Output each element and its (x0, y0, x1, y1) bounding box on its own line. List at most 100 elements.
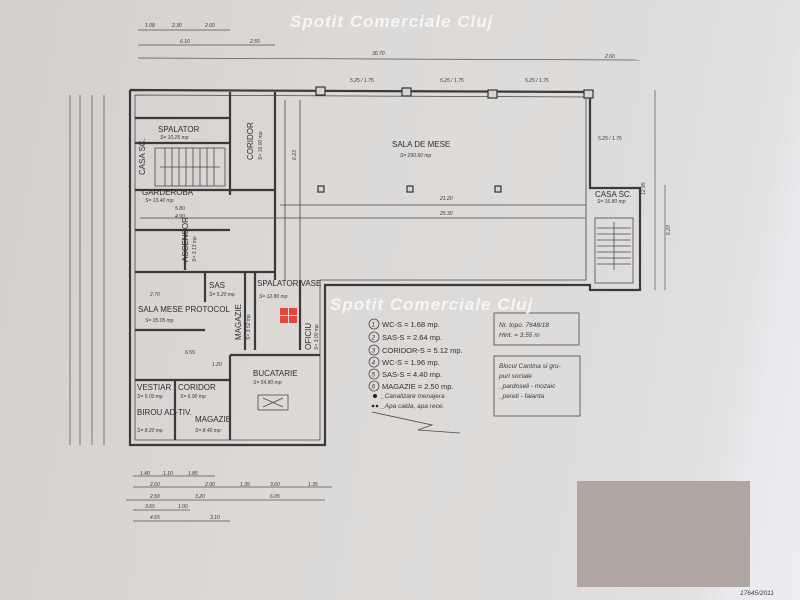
dim-label: 5.25 / 1.75 (350, 78, 374, 84)
room-name: OFICIU (304, 323, 313, 350)
dim-label: 1.00 (178, 504, 188, 510)
room-area: S= 12.80 mp (259, 294, 288, 300)
dim-label: 2.60 (604, 54, 615, 60)
dim-label: 6.23 (292, 150, 298, 160)
walls (128, 88, 642, 447)
room-name: CORIDOR (246, 122, 255, 160)
dim-label: 6.05 (270, 494, 280, 500)
dim-label: 6.20 (666, 225, 672, 235)
dim-label: 2.70 (149, 292, 160, 298)
left-dimensions (69, 95, 105, 445)
legend-text: WC-S = 1.96 mp. (382, 358, 440, 367)
legend-item: 2 SAS-S = 2.64 mp. (368, 331, 442, 343)
stove-icon (257, 394, 289, 411)
note-text: _pereti - faianta (498, 393, 545, 400)
legend-item: 4 WC-S = 1.96 mp. (368, 356, 440, 368)
room-name: ASCENSOR (181, 217, 190, 262)
dim-label: 4.90 (175, 214, 185, 220)
room-name: SAS (209, 281, 225, 290)
dim-label: 6.10 (180, 39, 190, 45)
dim-label: 2.60 (204, 23, 215, 29)
legend: 1 WC-S = 1.68 mp. 2 SAS-S = 2.64 mp. 3 C… (368, 318, 463, 434)
dim-label: 2.50 (149, 494, 160, 500)
dim-label: 1.40 (140, 471, 150, 477)
room-name: SALA MESE PROTOCOL (138, 305, 230, 314)
room-name: CASA SC. (595, 190, 632, 199)
dim-label: 6.55 (185, 350, 195, 356)
room-name: GARDEROBA (142, 188, 194, 197)
room-area: S= 3.13 mp (192, 236, 198, 262)
dim-label: 25.30 (439, 211, 453, 217)
legend-number: 5 (372, 372, 376, 379)
redaction-patch (577, 481, 750, 587)
room-name: CASA SC. (138, 138, 147, 175)
room-name: MAGAZIE (234, 304, 243, 340)
dim-label: 2.55 (249, 39, 260, 45)
dim-label: 1.20 (212, 362, 222, 368)
legend-symbol-text: _Apa calda, apa rece. (380, 403, 444, 410)
dim-label: 21.20 (439, 196, 453, 202)
bottom-dimensions: 1.40 1.10 1.85 2.60 2.90 1.35 3.60 1.35 … (126, 471, 332, 522)
note-box-topo: Nr. topo. 7648/18 Hint. = 3.55 m (493, 312, 580, 346)
dim-label: 3.10 (210, 515, 220, 521)
legend-number: 2 (371, 335, 376, 342)
dim-label: 12.95 (641, 182, 647, 195)
dim-label: 30.70 (372, 51, 385, 57)
legend-text: CORIDOR-S = 5.12 mp. (382, 346, 463, 355)
legend-symbol-text: _Canalizare menajera (380, 393, 445, 400)
room-area: S= 16.80 mp (597, 199, 626, 205)
note-text: Nr. topo. 7648/18 (499, 322, 549, 329)
room-name: SPALATOR VASE (257, 279, 321, 288)
room-area: S= 8.40 mp (195, 428, 221, 434)
note-box-description: Blocul Cantina si gru- puri sociale _par… (493, 355, 581, 417)
room-labels: SALA DE MESE S= 290.60 mp SPALATOR S= 10… (137, 122, 632, 434)
room-name: MAGAZIE (195, 415, 231, 424)
room-area: S= 16.00 mp (258, 131, 264, 160)
legend-item: 6 MAGAZIE = 2.50 mp. (368, 380, 453, 392)
dim-label: 2.60 (149, 482, 160, 488)
legend-number: 3 (372, 348, 376, 355)
room-area: S= 5.00 mp (137, 394, 163, 400)
sewer-symbol-icon (373, 394, 377, 398)
right-dimensions: 12.95 6.20 6.23 (292, 90, 672, 290)
watermark-text: Spotit Comerciale Cluj (330, 295, 534, 314)
dim-label: 5.25 / 1.75 (525, 78, 549, 84)
legend-number: 6 (372, 384, 376, 391)
room-area: S= 10.25 mp (160, 135, 189, 141)
staircase-left (154, 147, 226, 187)
legend-text: SAS-S = 2.64 mp. (382, 333, 442, 342)
archive-stamp: 17645/2011 (740, 590, 774, 597)
dim-label: 2.30 (171, 23, 182, 29)
dim-label: 5.80 (175, 206, 185, 212)
room-area: S= 54.80 mp (253, 380, 282, 386)
legend-number: 1 (372, 322, 376, 329)
watermark-text: Spotit Comerciale Cluj (290, 12, 494, 31)
legend-text: WC-S = 1.68 mp. (382, 320, 440, 329)
room-area: S= 8.20 mp (137, 428, 163, 434)
legend-number: 4 (372, 360, 376, 367)
room-area: S= 5.20 mp (209, 292, 235, 298)
room-area: S= 290.60 mp (400, 153, 431, 159)
dim-label: 5.25 / 1.75 (440, 78, 464, 84)
water-symbol-icon (371, 404, 379, 408)
room-name: BUCATARIE (253, 369, 298, 378)
room-area: S= 3.52 mp (246, 314, 252, 340)
top-dimensions: 1.08 2.30 2.60 6.10 2.55 30.70 2.60 5.25… (137, 23, 641, 142)
room-name: SPALATOR (158, 125, 200, 134)
dim-label: 4.65 (150, 515, 160, 521)
dim-label: 1.85 (188, 471, 198, 477)
legend-item: 1 WC-S = 1.68 mp. (368, 318, 440, 330)
dim-label: 2.90 (204, 482, 215, 488)
staircase-right (594, 217, 634, 284)
room-area: S= 35.05 mp (145, 318, 174, 324)
dim-label: 3.20 (195, 494, 205, 500)
room-name: VESTIAR (137, 383, 171, 392)
watermark-logo-icon (280, 308, 297, 323)
room-area: S= 6.90 mp (180, 394, 206, 400)
note-text: Blocul Cantina si gru- (499, 363, 562, 370)
note-text: puri sociale (498, 373, 532, 380)
note-text: Hint. = 3.55 m (499, 332, 540, 339)
legend-text: SAS-S = 4.40 mp. (382, 370, 442, 379)
room-name: CORIDOR (178, 383, 216, 392)
